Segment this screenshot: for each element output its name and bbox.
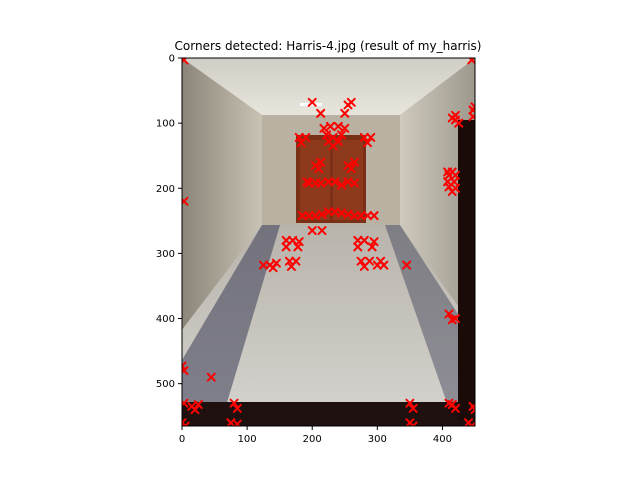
x-tick-label: 200: [303, 434, 322, 445]
corner-point: [444, 309, 454, 319]
hallway-photo: [182, 58, 475, 426]
corner-point: [353, 235, 363, 245]
x-axis: 0 100 200 300 400: [179, 426, 452, 445]
corner-point: [408, 403, 418, 413]
corner-point: [317, 226, 327, 236]
corner-point: [317, 209, 327, 219]
corner-point: [229, 398, 239, 408]
corner-point: [369, 237, 379, 247]
corner-point: [328, 132, 338, 142]
corner-point: [367, 242, 377, 252]
corner-point: [182, 366, 189, 376]
corner-point: [470, 405, 475, 415]
corner-point: [182, 398, 189, 408]
corner-point: [363, 211, 373, 221]
corner-point: [182, 58, 189, 65]
corner-point: [182, 196, 189, 206]
corner-point: [337, 130, 347, 140]
corner-point: [316, 157, 326, 167]
corner-point: [324, 207, 333, 217]
corner-point: [408, 421, 418, 426]
corner-point: [353, 242, 363, 252]
corner-point: [206, 372, 216, 382]
x-tick-label: 300: [368, 434, 387, 445]
corner-point: [340, 123, 350, 133]
corner-point: [376, 256, 386, 266]
corner-point: [316, 108, 326, 118]
y-tick-label: 400: [156, 314, 175, 325]
corner-point: [322, 130, 332, 140]
corner-point: [325, 121, 335, 131]
corner-point: [182, 361, 187, 371]
corner-point: [467, 421, 475, 426]
corner-point: [307, 226, 317, 236]
corner-point: [293, 242, 303, 252]
corner-point: [356, 211, 366, 221]
y-tick-label: 500: [156, 379, 175, 390]
y-tick-label: 200: [156, 184, 175, 195]
corner-point: [258, 260, 268, 270]
corner-point: [281, 235, 291, 245]
corner-point: [284, 256, 294, 266]
y-axis: 0 100 200 300 400 500: [156, 54, 182, 390]
corner-point: [324, 177, 333, 187]
corner-point: [405, 398, 415, 408]
corner-point: [190, 405, 200, 415]
corner-point: [316, 178, 326, 188]
corner-point: [363, 138, 373, 148]
corner-point: [182, 421, 190, 426]
corner-point: [232, 403, 242, 413]
corner-point: [304, 211, 314, 221]
x-tick-label: 0: [179, 434, 185, 445]
corner-point: [340, 108, 350, 118]
y-tick-label: 0: [169, 54, 175, 65]
corner-point: [232, 419, 242, 426]
corner-point: [450, 183, 460, 193]
corner-point: [447, 400, 457, 410]
plot-frame: [181, 57, 476, 427]
corner-point: [470, 102, 475, 112]
corner-point: [319, 123, 329, 133]
x-tick-label: 100: [238, 434, 257, 445]
corner-point: [286, 261, 296, 271]
corner-point: [350, 211, 360, 221]
corner-point: [296, 138, 306, 148]
corner-point: [369, 211, 379, 221]
corner-point: [268, 263, 278, 273]
corner-point: [359, 132, 369, 142]
y-tick-label: 100: [156, 119, 175, 130]
corner-point: [294, 132, 304, 142]
corner-point: [468, 112, 475, 122]
chart-title: Corners detected: Harris-4.jpg (result o…: [175, 39, 482, 53]
corner-point: [366, 132, 376, 142]
corner-point: [350, 178, 360, 188]
corner-point: [359, 261, 369, 271]
corner-point: [314, 164, 324, 174]
corner-point: [307, 97, 317, 107]
corner-point: [337, 180, 347, 190]
corner-point: [356, 256, 366, 266]
corner-markers: [182, 58, 475, 426]
corner-point: [346, 97, 356, 107]
corner-point: [447, 315, 457, 325]
corner-point: [402, 260, 412, 270]
corner-point: [297, 211, 307, 221]
corner-point: [346, 164, 356, 174]
corner-point: [350, 157, 360, 167]
corner-point: [333, 121, 343, 131]
corner-point: [302, 177, 312, 187]
corner-point: [447, 113, 457, 123]
corner-point: [193, 400, 203, 410]
y-tick-label: 300: [156, 249, 175, 260]
corner-point: [281, 242, 291, 252]
corner-point: [330, 177, 340, 187]
x-tick-label: 400: [433, 434, 452, 445]
corner-point: [467, 58, 475, 65]
